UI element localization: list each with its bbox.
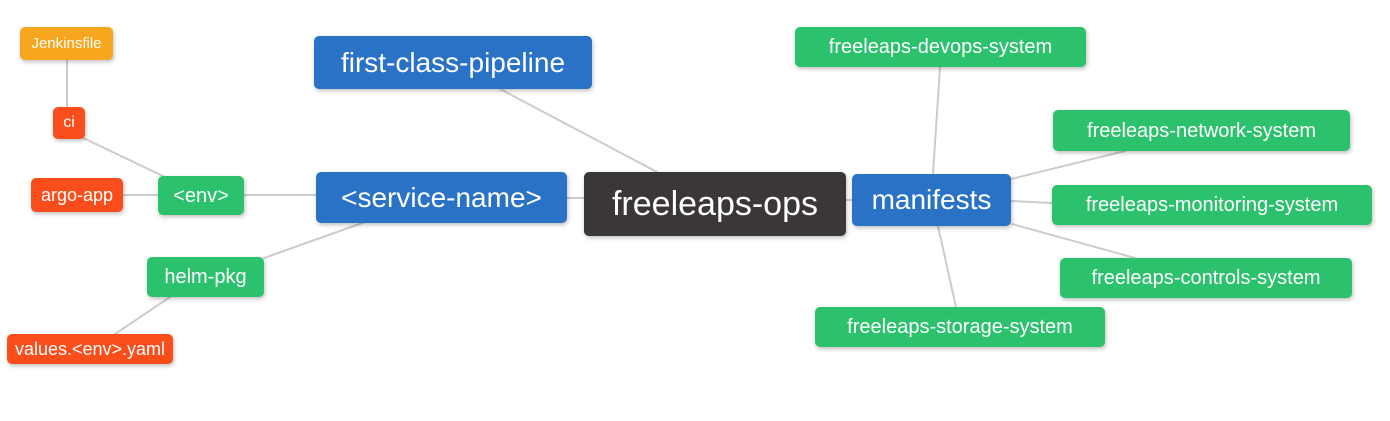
edge-helm-pkg-to-values-env-yaml — [114, 296, 171, 335]
node-ci[interactable]: ci — [53, 107, 85, 139]
node-network-system[interactable]: freeleaps-network-system — [1053, 110, 1350, 151]
edge-manifests-to-devops-system — [932, 66, 941, 175]
edge-first-class-pipeline-to-freeleaps-ops — [499, 88, 658, 173]
edge-manifests-to-monitoring-system — [1010, 200, 1053, 204]
node-env[interactable]: <env> — [158, 176, 244, 215]
node-devops-system[interactable]: freeleaps-devops-system — [795, 27, 1086, 67]
node-jenkinsfile[interactable]: Jenkinsfile — [20, 27, 113, 60]
node-values-env-yaml[interactable]: values.<env>.yaml — [7, 334, 173, 364]
edge-service-name-to-helm-pkg — [263, 221, 366, 259]
node-freeleaps-ops[interactable]: freeleaps-ops — [584, 172, 846, 236]
edge-manifests-to-controls-system — [1011, 223, 1136, 259]
node-controls-system[interactable]: freeleaps-controls-system — [1060, 258, 1352, 298]
node-monitoring-system[interactable]: freeleaps-monitoring-system — [1052, 185, 1372, 225]
edge-manifests-to-network-system — [1010, 150, 1126, 180]
node-service-name[interactable]: <service-name> — [316, 172, 567, 223]
node-manifests[interactable]: manifests — [852, 174, 1011, 226]
node-helm-pkg[interactable]: helm-pkg — [147, 257, 264, 297]
node-argo-app[interactable]: argo-app — [31, 178, 123, 212]
node-first-class-pipeline[interactable]: first-class-pipeline — [314, 36, 592, 89]
node-storage-system[interactable]: freeleaps-storage-system — [815, 307, 1105, 347]
edge-manifests-to-storage-system — [937, 225, 957, 308]
edge-ci-to-env — [78, 135, 166, 178]
